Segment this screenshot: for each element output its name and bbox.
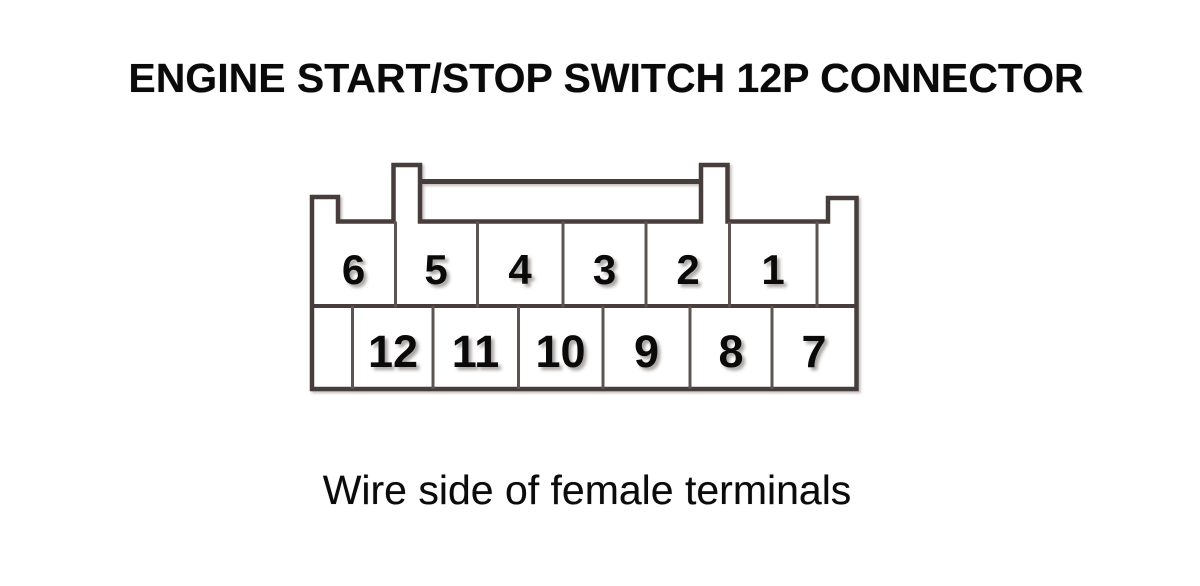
pin-10-label: 10 bbox=[535, 326, 585, 377]
pin-5-label: 5 bbox=[424, 246, 447, 293]
pin-12-label: 12 bbox=[368, 326, 418, 377]
pin-9-label: 9 bbox=[634, 326, 659, 377]
pin-2-label: 2 bbox=[676, 246, 699, 293]
pin-6-label: 6 bbox=[342, 246, 365, 293]
page-title: ENGINE START/STOP SWITCH 12P CONNECTOR bbox=[128, 55, 1084, 101]
pin-4-label: 4 bbox=[508, 246, 532, 293]
pin-8-label: 8 bbox=[718, 326, 743, 377]
diagram-caption: Wire side of female terminals bbox=[322, 467, 852, 513]
connector-body bbox=[309, 162, 859, 392]
pin-labels: 6 5 4 3 2 1 12 11 10 9 8 7 bbox=[342, 246, 827, 377]
pin-3-label: 3 bbox=[593, 246, 616, 293]
pin-11-label: 11 bbox=[452, 326, 500, 377]
connector-outline bbox=[309, 162, 859, 392]
pin-1-label: 1 bbox=[761, 246, 784, 293]
pin-7-label: 7 bbox=[801, 326, 826, 377]
